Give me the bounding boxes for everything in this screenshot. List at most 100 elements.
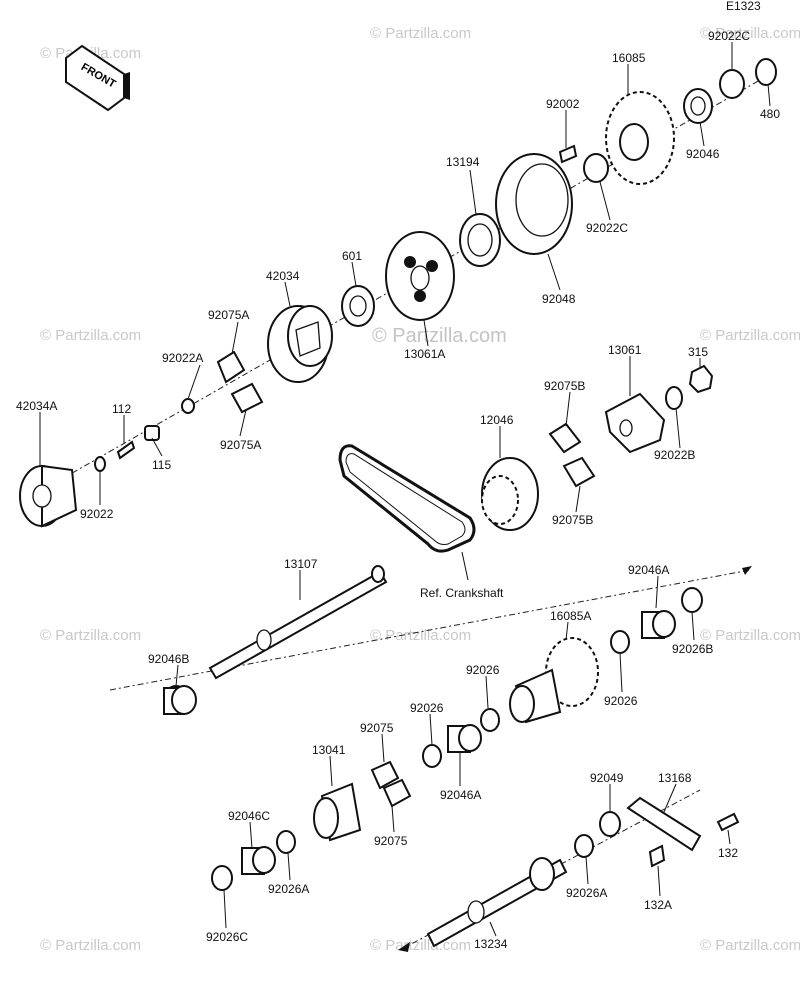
label-16085A: 16085A: [550, 609, 591, 623]
part-315: [688, 364, 714, 394]
part-labels: 42034A 112 115 92022 92022A 92075A 92075…: [16, 29, 780, 951]
part-16085: [605, 91, 675, 185]
part-92022C-mid: [583, 153, 609, 183]
label-92046: 92046: [686, 147, 720, 161]
part-112: [116, 440, 136, 460]
label-92075-upper: 92075: [360, 721, 394, 735]
front-arrow-icon: FRONT: [65, 44, 130, 112]
label-92022C-mid: 92022C: [586, 221, 628, 235]
label-92046A-right: 92046A: [628, 563, 669, 577]
part-92046B: [163, 685, 197, 715]
part-92026-mid: [422, 744, 442, 768]
label-92026A-left: 92026A: [268, 882, 309, 896]
part-92075B-lower: [562, 456, 596, 488]
label-92075A-upper: 92075A: [208, 308, 249, 322]
label-92048: 92048: [542, 292, 576, 306]
label-92046A-mid: 92046A: [440, 788, 481, 802]
leader-lines: [39, 42, 771, 937]
label-92026-mid: 92026: [410, 701, 444, 715]
label-132: 132: [718, 846, 738, 860]
watermark: © Partzilla.com: [40, 627, 141, 644]
part-92049: [599, 811, 621, 837]
part-13234: [426, 857, 568, 948]
label-92022C-top: 92022C: [708, 29, 750, 43]
part-92022C-top: [719, 69, 745, 99]
part-92026C: [211, 865, 233, 891]
label-13061: 13061: [608, 343, 642, 357]
part-92048: [495, 153, 573, 255]
label-92022: 92022: [80, 507, 114, 521]
figure-code: E1323: [726, 0, 761, 13]
label-92075B-lower: 92075B: [552, 513, 593, 527]
watermark: © Partzilla.com: [700, 327, 800, 344]
label-92026A-bottom: 92026A: [566, 886, 607, 900]
part-92026A-bottom: [574, 834, 594, 858]
part-601: [341, 285, 375, 327]
label-92022A: 92022A: [162, 351, 203, 365]
watermark: © Partzilla.com: [40, 937, 141, 954]
part-92046: [683, 88, 713, 124]
watermark: © Partzilla.com: [370, 937, 471, 954]
part-92002: [558, 144, 578, 164]
label-92049: 92049: [590, 771, 624, 785]
watermark: © Partzilla.com: [700, 937, 800, 954]
label-601: 601: [342, 249, 362, 263]
label-42034: 42034: [266, 269, 300, 283]
part-92046C: [241, 846, 276, 875]
part-12046: [481, 457, 539, 531]
label-42034A: 42034A: [16, 399, 57, 413]
label-13194: 13194: [446, 155, 480, 169]
label-92075B-upper: 92075B: [544, 379, 585, 393]
label-115: 115: [152, 458, 171, 472]
watermarks: © Partzilla.com © Partzilla.com © Partzi…: [40, 25, 800, 954]
watermark-center: © Partzilla.com: [372, 325, 507, 347]
label-13234: 13234: [474, 937, 508, 951]
part-92075B-upper: [548, 422, 582, 454]
watermark: © Partzilla.com: [370, 627, 471, 644]
label-ref-crankshaft: Ref. Crankshaft: [420, 586, 504, 600]
part-13061: [604, 392, 666, 454]
label-16085: 16085: [612, 51, 646, 65]
watermark: © Partzilla.com: [700, 25, 800, 42]
part-92026-top: [480, 708, 500, 732]
part-92022B: [665, 386, 683, 410]
part-13061A: [385, 231, 455, 321]
part-92026B: [681, 587, 703, 613]
label-92075A-lower: 92075A: [220, 438, 261, 452]
watermark: © Partzilla.com: [700, 627, 800, 644]
watermark: © Partzilla.com: [40, 327, 141, 344]
part-92022A: [181, 398, 195, 414]
label-12046: 12046: [480, 413, 514, 427]
label-132A: 132A: [644, 898, 672, 912]
label-112: 112: [112, 402, 131, 416]
part-13194: [459, 213, 501, 267]
label-92046C: 92046C: [228, 809, 270, 823]
part-92046A-mid: [447, 724, 482, 753]
label-92026C: 92026C: [206, 930, 248, 944]
watermark: © Partzilla.com: [370, 25, 471, 42]
label-13168: 13168: [658, 771, 692, 785]
drive-chain: [338, 444, 476, 553]
part-92046A-right: [641, 610, 676, 639]
label-92026-right: 92026: [604, 694, 638, 708]
label-13061A: 13061A: [404, 347, 445, 361]
part-132: [716, 812, 740, 832]
part-92026A-left: [276, 830, 296, 854]
part-13041: [313, 782, 362, 842]
part-92075: [370, 760, 412, 808]
label-92026-top: 92026: [466, 663, 500, 677]
label-13041: 13041: [312, 743, 346, 757]
label-13107: 13107: [284, 557, 318, 571]
label-92022B: 92022B: [654, 448, 695, 462]
part-42034A: [19, 464, 78, 528]
part-115: [144, 425, 160, 441]
label-92075-lower: 92075: [374, 834, 408, 848]
label-480: 480: [760, 107, 780, 121]
part-92075A-upper: [216, 350, 246, 384]
part-16085A: [509, 637, 599, 724]
label-92046B: 92046B: [148, 652, 189, 666]
part-480: [755, 58, 777, 86]
label-92026B: 92026B: [672, 642, 713, 656]
part-13168: [626, 796, 702, 852]
